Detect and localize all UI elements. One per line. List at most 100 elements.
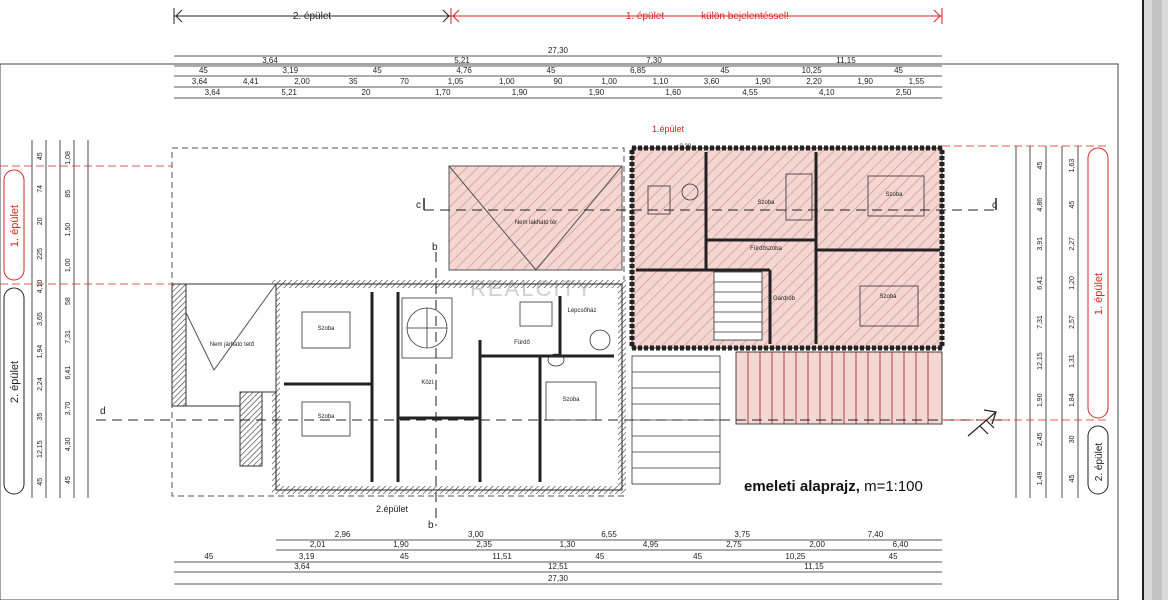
dim-bottom-3: 3,19: [299, 552, 315, 561]
building1-label: 1.épület: [652, 124, 685, 134]
dim-top-2: 11,15: [836, 56, 856, 65]
banner-building1-note: külön bejelentéssel!: [701, 11, 789, 22]
dim-top-4: 1,90: [857, 77, 873, 86]
dim-right-b: 30: [1069, 435, 1076, 443]
room-label: Fürdő: [514, 340, 530, 346]
section-lines: [96, 209, 1010, 526]
dim-left-b: 1,50: [65, 223, 72, 237]
room-label: Szoba: [317, 326, 335, 332]
dim-top-4: 35: [349, 77, 358, 86]
dim-left-a: 74: [37, 185, 44, 193]
building2-label: 2.épület: [376, 504, 409, 514]
dim-bottom-1: 6,55: [601, 530, 617, 539]
dim-right-b: 45: [1069, 201, 1076, 209]
banner-building2: 2. épület: [293, 11, 332, 22]
dim-bottom-3: 10,25: [785, 552, 806, 561]
dim-left-a: 45: [37, 152, 44, 160]
dim-top-4: 2,00: [294, 77, 310, 86]
building1-block: [631, 147, 943, 349]
section-c-left: c: [416, 200, 421, 211]
dim-bottom-3: 45: [400, 552, 409, 561]
dim-top-4: 1,05: [448, 77, 464, 86]
room-label: Gardrób: [773, 296, 796, 302]
dim-bottom-2: 2,35: [476, 540, 492, 549]
room-label: Nem lakható tér: [515, 220, 557, 226]
dim-left-a: 3,65: [37, 312, 44, 326]
north-arrow-icon: [967, 409, 997, 437]
dim-top-5: 4,55: [742, 88, 758, 97]
dim-bottom-2: 1,30: [560, 540, 576, 549]
dim-bottom-1: 2,96: [335, 530, 351, 539]
dim-top-4: 70: [400, 77, 409, 86]
room-label: Szoba: [757, 200, 775, 206]
dim-top-1: 27,30: [548, 46, 569, 55]
dim-left-a: 4,10: [37, 280, 44, 294]
dim-top-4: 2,20: [806, 77, 822, 86]
dim-left-a: 1,94: [37, 345, 44, 359]
room-label: Fürdőszoba: [750, 246, 782, 252]
dim-top-4: 3,60: [704, 77, 720, 86]
dim-bottom-4: 11,15: [804, 562, 824, 571]
dim-right-a: 45: [1037, 162, 1044, 170]
level-mark: +3,20: [676, 144, 692, 150]
room-label: Szoba: [317, 414, 335, 420]
dim-left-a: 225: [37, 248, 44, 260]
dim-left-b: 45: [65, 476, 72, 484]
dim-right-a: 7,31: [1037, 315, 1044, 329]
dim-top-3: 10,25: [802, 66, 823, 75]
scrollbar[interactable]: [1142, 0, 1168, 600]
dim-top-5: 20: [362, 88, 371, 97]
dim-bottom-1: 7,40: [868, 530, 884, 539]
dim-left-b: 85: [65, 190, 72, 198]
site-boundary: [0, 63, 1119, 600]
room-label: Szoba: [562, 397, 580, 403]
section-c-right: c: [992, 200, 997, 211]
dim-right-a: 2,45: [1037, 432, 1044, 446]
dim-top-3: 3,19: [283, 66, 299, 75]
dim-left-b: 58: [65, 297, 72, 305]
dim-top-5: 2,50: [896, 88, 912, 97]
dim-top-5: 5,21: [281, 88, 297, 97]
dim-right-a: 4,86: [1037, 198, 1044, 212]
room-label: Közl.: [421, 380, 435, 386]
dim-bottom-3: 45: [889, 552, 898, 561]
dim-top-4: 4,41: [243, 77, 259, 86]
svg-text:2. épület: 2. épület: [1094, 443, 1105, 482]
dim-top-5: 1,90: [589, 88, 605, 97]
dim-top-4: 1,00: [601, 77, 617, 86]
dim-top-3: 4,76: [456, 66, 472, 75]
dim-left-a: 12,15: [37, 440, 44, 458]
dim-top-5: 4,10: [819, 88, 835, 97]
svg-text:1. épület: 1. épület: [1093, 273, 1105, 315]
dim-bottom-3: 45: [693, 552, 702, 561]
banner-building1: 1. épület: [626, 11, 665, 22]
dim-right-b: 45: [1069, 474, 1076, 482]
side-label-left-bottom: 2. épület: [3, 287, 25, 495]
dim-right-a: 1,49: [1037, 472, 1044, 486]
dim-bottom-3: 45: [595, 552, 604, 561]
dim-bottom-1: 3,00: [468, 530, 484, 539]
side-label-left-top: 1. épület: [3, 169, 25, 281]
dim-bottom-3: 45: [204, 552, 213, 561]
dim-left-a: 2,24: [37, 377, 44, 391]
dim-left-b: 6,41: [65, 366, 72, 380]
dim-bottom-2: 2,75: [726, 540, 742, 549]
bottom-dimensions: [174, 539, 942, 585]
dim-bottom-2: 6,40: [893, 540, 909, 549]
dim-bottom-4: 12,51: [548, 562, 569, 571]
dim-bottom-2: 1,90: [393, 540, 409, 549]
dim-top-4: 3,64: [192, 77, 208, 86]
dim-left-b: 7,31: [65, 330, 72, 344]
dim-top-3: 45: [199, 66, 208, 75]
svg-text:1. épület: 1. épület: [9, 205, 21, 247]
dim-right-b: 1,84: [1069, 393, 1076, 407]
dim-top-3: 6,85: [630, 66, 646, 75]
dim-left-a: 20: [37, 217, 44, 225]
dim-bottom-1: 3,75: [734, 530, 750, 539]
caption-scale: m=1:100: [864, 478, 923, 495]
building2-stair: [401, 297, 453, 359]
building1-stair: [713, 271, 763, 341]
dim-right-a: 6,41: [1037, 276, 1044, 290]
